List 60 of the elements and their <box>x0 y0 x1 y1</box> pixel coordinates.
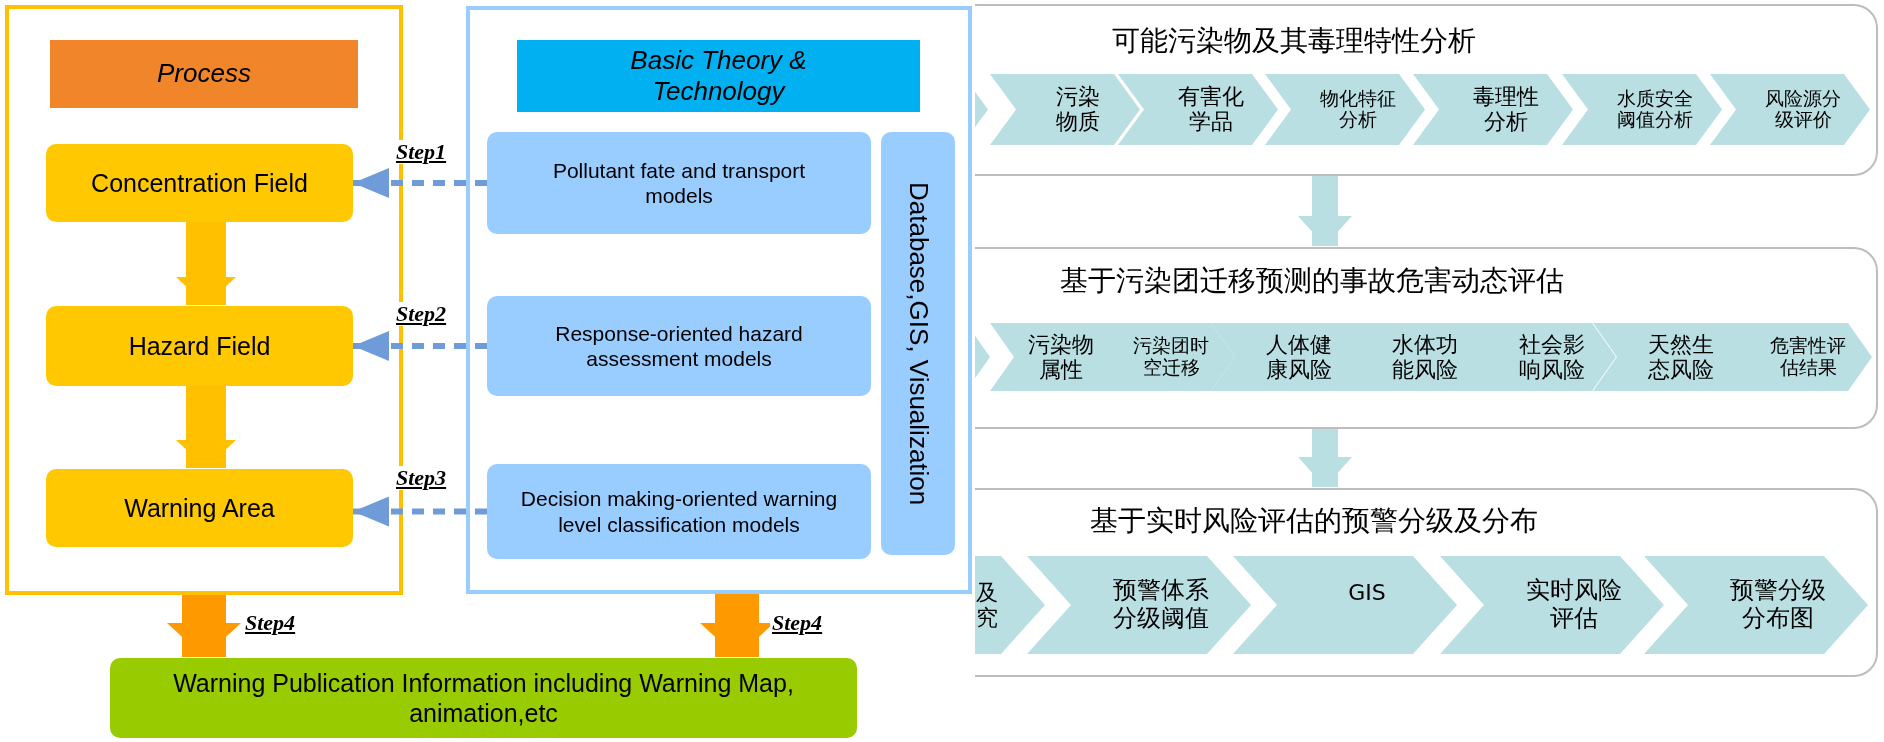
step-label: 物化特征分析 <box>1319 87 1397 132</box>
box-text: Decision making-oriented warning level classification models <box>519 486 839 537</box>
box-text: Warning Area <box>124 493 275 523</box>
chevron-step <box>975 556 1045 654</box>
step-label: 天然生态风险 <box>1647 331 1715 383</box>
panel-title: 可能污染物及其毒理特性分析 <box>1112 23 1476 59</box>
chevron-step <box>1233 556 1457 654</box>
stage-panel <box>975 247 1878 429</box>
box-text: Warning Publication Information including Warning Map, animation,etc <box>172 668 795 728</box>
step-label: 实时风险评估 <box>1525 577 1623 633</box>
edge-label: Step1 <box>394 140 449 165</box>
chevron-step <box>1464 323 1616 391</box>
chevron-step <box>1710 74 1870 145</box>
header-bar <box>50 40 358 108</box>
step-label: 社会影响风险 <box>1518 331 1586 383</box>
vertical-bar <box>881 132 955 555</box>
header-bar <box>517 40 920 112</box>
group-frame <box>466 6 972 594</box>
step-label: 水质安全阈值分析 <box>1616 87 1694 132</box>
header-text: Process <box>157 58 251 90</box>
box-text: Response-oriented hazard assessment models <box>554 320 804 372</box>
chevron-step <box>1413 74 1573 145</box>
model-box <box>487 464 871 559</box>
header-text: Basic Theory & Technology <box>629 44 808 108</box>
box-text: Hazard Field <box>128 331 271 361</box>
step-label: GIS <box>1347 579 1387 605</box>
step-label: 污染物质 <box>1055 84 1101 135</box>
step-label: 危害性评估结果 <box>1769 335 1847 379</box>
stage-panel <box>975 488 1878 677</box>
output-box <box>110 658 857 738</box>
process-box <box>46 469 353 547</box>
step-label: 有害化学品 <box>1177 84 1245 135</box>
step-label: 污染团时空迁移 <box>1132 335 1210 379</box>
step-label: 污染物属性 <box>1027 331 1095 383</box>
panel-title: 基于污染团迁移预测的事故危害动态评估 <box>1060 263 1564 299</box>
box-text: Database,GIS, Visualization <box>902 181 934 506</box>
panel-title: 基于实时风险评估的预警分级及分布 <box>1090 503 1538 539</box>
process-box <box>46 144 353 222</box>
edge-label: Step3 <box>394 466 449 491</box>
stage-panel <box>975 4 1878 176</box>
chevron-step <box>1562 74 1722 145</box>
step-label: 及究 <box>976 579 999 631</box>
box-text: Pollutant fate and transport models <box>551 157 807 209</box>
step-label: 人体健康风险 <box>1265 331 1333 383</box>
chevron-step <box>1265 74 1425 145</box>
box-text: Concentration Field <box>91 168 308 198</box>
step-label: 预警分级分布图 <box>1729 577 1827 633</box>
chevron-step <box>1118 74 1278 145</box>
chevron-step <box>1720 323 1872 391</box>
chevron-step <box>1644 556 1868 654</box>
chevron-step <box>990 74 1140 145</box>
process-box <box>46 306 353 386</box>
model-box <box>487 296 871 396</box>
step-label: 毒理性分析 <box>1472 84 1540 135</box>
model-box <box>487 132 871 234</box>
step-label: 预警体系分级阈值 <box>1112 577 1210 633</box>
step-label: 风险源分级评价 <box>1764 87 1842 132</box>
edge-label: Step2 <box>394 302 449 327</box>
step-label: 水体功能风险 <box>1391 331 1459 383</box>
chevron-step <box>1440 556 1664 654</box>
